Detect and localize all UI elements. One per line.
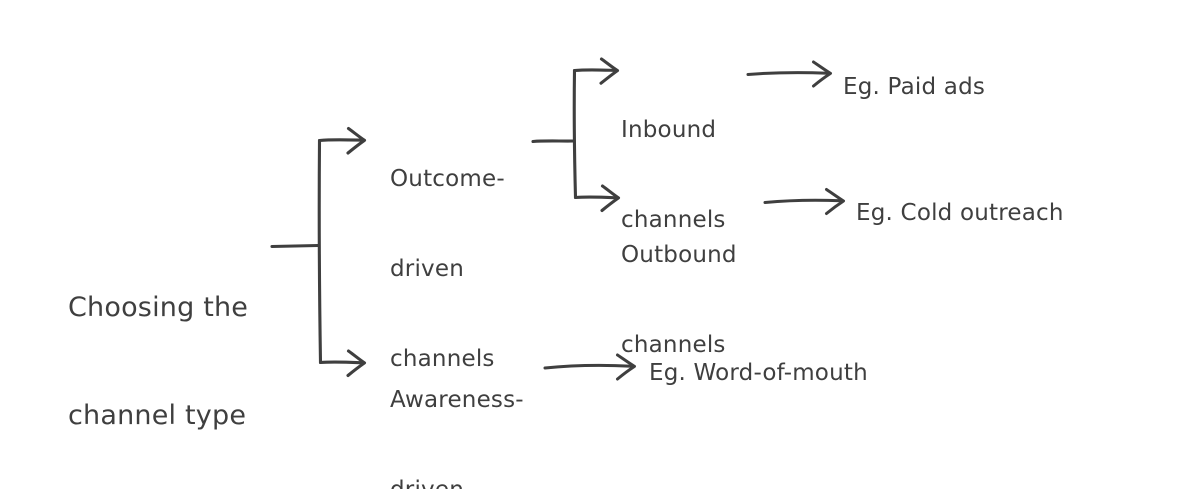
node-outbound-channels: Outbound channels	[621, 180, 737, 420]
root-label-line-2: channel type	[68, 400, 247, 431]
root-bottom-branch-line	[318, 360, 364, 365]
node-outcome-driven-channels: Outcome- driven channels	[390, 104, 505, 434]
inbound-example-arrowhead-icon	[812, 60, 832, 88]
root-bottom-arrowhead-icon	[346, 349, 367, 378]
outbound-label-line-2: channels	[621, 332, 726, 358]
root-label-line-1: Choosing the	[68, 292, 249, 323]
connector-root-bracket	[270, 126, 367, 378]
node-awareness-driven-channels: Awareness- driven channels	[390, 325, 524, 489]
outcome-top-branch-line	[572, 68, 617, 73]
inbound-example-line	[746, 71, 830, 76]
root-spine-line	[317, 138, 323, 365]
node-example-paid-ads: Eg. Paid ads	[843, 74, 986, 100]
connector-outbound-to-example	[763, 188, 845, 215]
outcome-label-line-2: driven	[390, 256, 464, 282]
outcome-spine-line	[572, 68, 578, 200]
connector-inbound-to-example	[746, 60, 832, 88]
outcome-top-arrowhead-icon	[599, 57, 620, 85]
outcome-stub-line	[531, 139, 575, 144]
awareness-label-line-1: Awareness-	[390, 387, 524, 413]
root-top-branch-line	[317, 138, 364, 143]
root-stub-line	[270, 243, 320, 249]
outbound-example-arrowhead-icon	[825, 188, 845, 215]
awareness-example-arrowhead-icon	[616, 353, 636, 381]
outcome-bottom-branch-line	[573, 195, 618, 200]
awareness-example-line	[543, 363, 634, 370]
outbound-label-line-1: Outbound	[621, 242, 737, 268]
node-example-cold-outreach: Eg. Cold outreach	[856, 200, 1064, 226]
node-root-label: Choosing the channel type	[68, 218, 248, 489]
node-example-word-of-mouth: Eg. Word-of-mouth	[649, 360, 868, 386]
awareness-label-line-2: driven	[390, 475, 524, 489]
root-top-arrowhead-icon	[346, 126, 367, 155]
connector-outcome-bracket	[531, 57, 621, 213]
outcome-bottom-arrowhead-icon	[600, 184, 621, 213]
inbound-label-line-1: Inbound	[621, 117, 717, 143]
outcome-label-line-3: channels	[390, 346, 495, 372]
outcome-label-line-1: Outcome-	[390, 166, 505, 192]
node-inbound-channels: Inbound channels	[621, 55, 726, 295]
outbound-example-line	[763, 198, 843, 204]
connector-awareness-to-example	[543, 353, 636, 381]
inbound-label-line-2: channels	[621, 207, 726, 233]
